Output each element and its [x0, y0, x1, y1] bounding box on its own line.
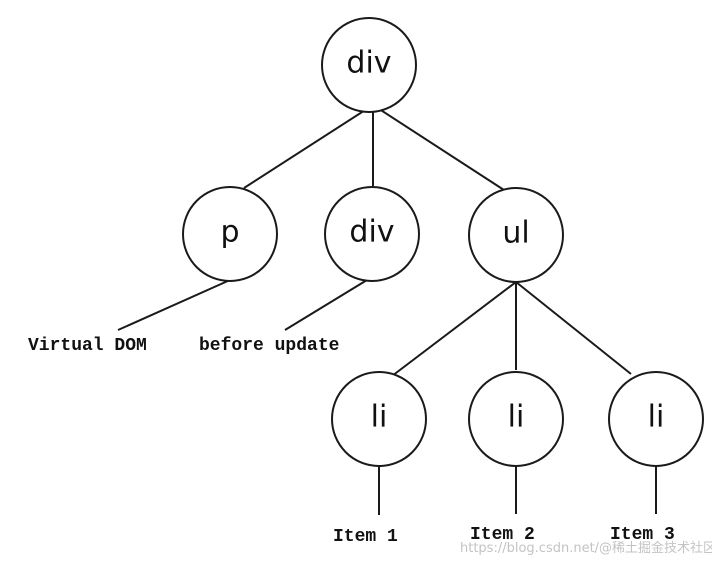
node-label: div: [349, 215, 394, 250]
node-li-2: li: [468, 371, 564, 467]
label-before-update: before update: [199, 336, 339, 356]
edge-ul-li1: [391, 281, 517, 377]
label-virtual-dom: Virtual DOM: [28, 336, 147, 356]
node-label: li: [508, 400, 525, 435]
node-li-3: li: [608, 371, 704, 467]
edge-ul-li3: [515, 281, 632, 375]
label-item-1: Item 1: [333, 527, 398, 547]
edge-div-before-update: [284, 279, 368, 331]
node-root-div: div: [321, 17, 417, 113]
tree-edges: [117, 104, 657, 515]
node-label: li: [648, 400, 665, 435]
node-circle: [182, 186, 278, 282]
node-p: p: [182, 186, 278, 282]
node-ul: ul: [468, 187, 564, 283]
node-label: li: [371, 400, 388, 435]
node-label: ul: [502, 216, 529, 251]
node-circle: [321, 17, 417, 113]
node-circle: [324, 186, 420, 282]
node-label: div: [346, 46, 391, 81]
node-circle: [468, 187, 564, 283]
edge-p-virtual-dom: [117, 279, 231, 331]
watermark-text: https://blog.csdn.net/@稀土掘金技术社区: [460, 540, 712, 556]
edge-div-ul: [372, 104, 505, 191]
node-label: p: [220, 215, 239, 250]
label-item-3: Item 3: [610, 525, 675, 545]
node-child-div: div: [324, 186, 420, 282]
node-circle: [331, 371, 427, 467]
node-li-1: li: [331, 371, 427, 467]
node-circle: [468, 371, 564, 467]
node-circle: [608, 371, 704, 467]
edge-div-p: [243, 104, 374, 189]
label-item-2: Item 2: [470, 525, 535, 545]
